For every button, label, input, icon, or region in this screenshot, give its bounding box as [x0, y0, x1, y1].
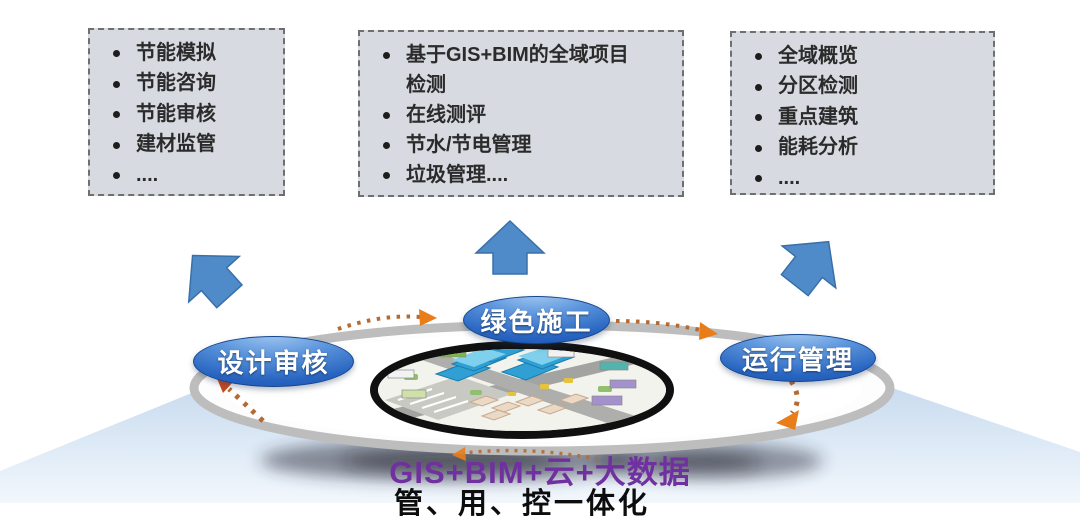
node-green-construction: 绿色施工 — [463, 296, 610, 344]
node-label: 设计审核 — [217, 348, 330, 378]
block-arrows — [187, 219, 837, 309]
node-label: 运行管理 — [741, 344, 854, 375]
list-item: 全域概览 — [740, 41, 985, 71]
callout-box-operation-phase: 全域概览 分区检测 重点建筑 能耗分析 .... — [730, 31, 995, 195]
list-item: 能耗分析 — [740, 132, 985, 162]
block-arrow-up-left-icon — [187, 254, 244, 309]
dotted-arrow-icon — [227, 387, 265, 423]
list-item: 重点建筑 — [740, 102, 985, 132]
callout-list: 节能模拟 节能咨询 节能审核 建材监管 .... — [98, 38, 275, 190]
list-item: 节能咨询 — [98, 68, 275, 98]
slogan-caption: 管、用、控一体化 — [393, 488, 650, 520]
block-arrow-up-icon — [474, 219, 546, 275]
callout-box-design-phase: 节能模拟 节能咨询 节能审核 建材监管 .... — [88, 28, 285, 196]
node-design-review: 设计审核 — [193, 336, 354, 387]
list-item: 垃圾管理.... — [368, 160, 648, 190]
node-operation-management: 运行管理 — [720, 334, 876, 382]
list-item: 分区检测 — [740, 71, 985, 101]
list-item: 节能审核 — [98, 99, 275, 129]
list-item: .... — [740, 163, 985, 193]
callout-box-construction-phase: 基于GIS+BIM的全域项目检测 在线测评 节水/节电管理 垃圾管理.... — [358, 30, 684, 197]
list-item: 节能模拟 — [98, 38, 275, 68]
block-arrow-up-right-icon — [780, 240, 837, 297]
dotted-arrow-icon — [788, 379, 800, 415]
list-item: 在线测评 — [368, 100, 648, 130]
technology-caption: GIS+BIM+云+大数据 — [389, 455, 691, 490]
dotted-arrow-icon — [615, 319, 701, 332]
list-item: 建材监管 — [98, 129, 275, 159]
cycle-arrows — [216, 309, 800, 461]
city-model — [378, 349, 666, 431]
callout-list: 全域概览 分区检测 重点建筑 能耗分析 .... — [740, 41, 985, 193]
callout-list: 基于GIS+BIM的全域项目检测 在线测评 节水/节电管理 垃圾管理.... — [368, 40, 648, 190]
list-item: 节水/节电管理 — [368, 130, 648, 160]
node-label: 绿色施工 — [480, 306, 593, 337]
list-item: 基于GIS+BIM的全域项目检测 — [368, 40, 648, 100]
list-item: .... — [98, 160, 275, 190]
